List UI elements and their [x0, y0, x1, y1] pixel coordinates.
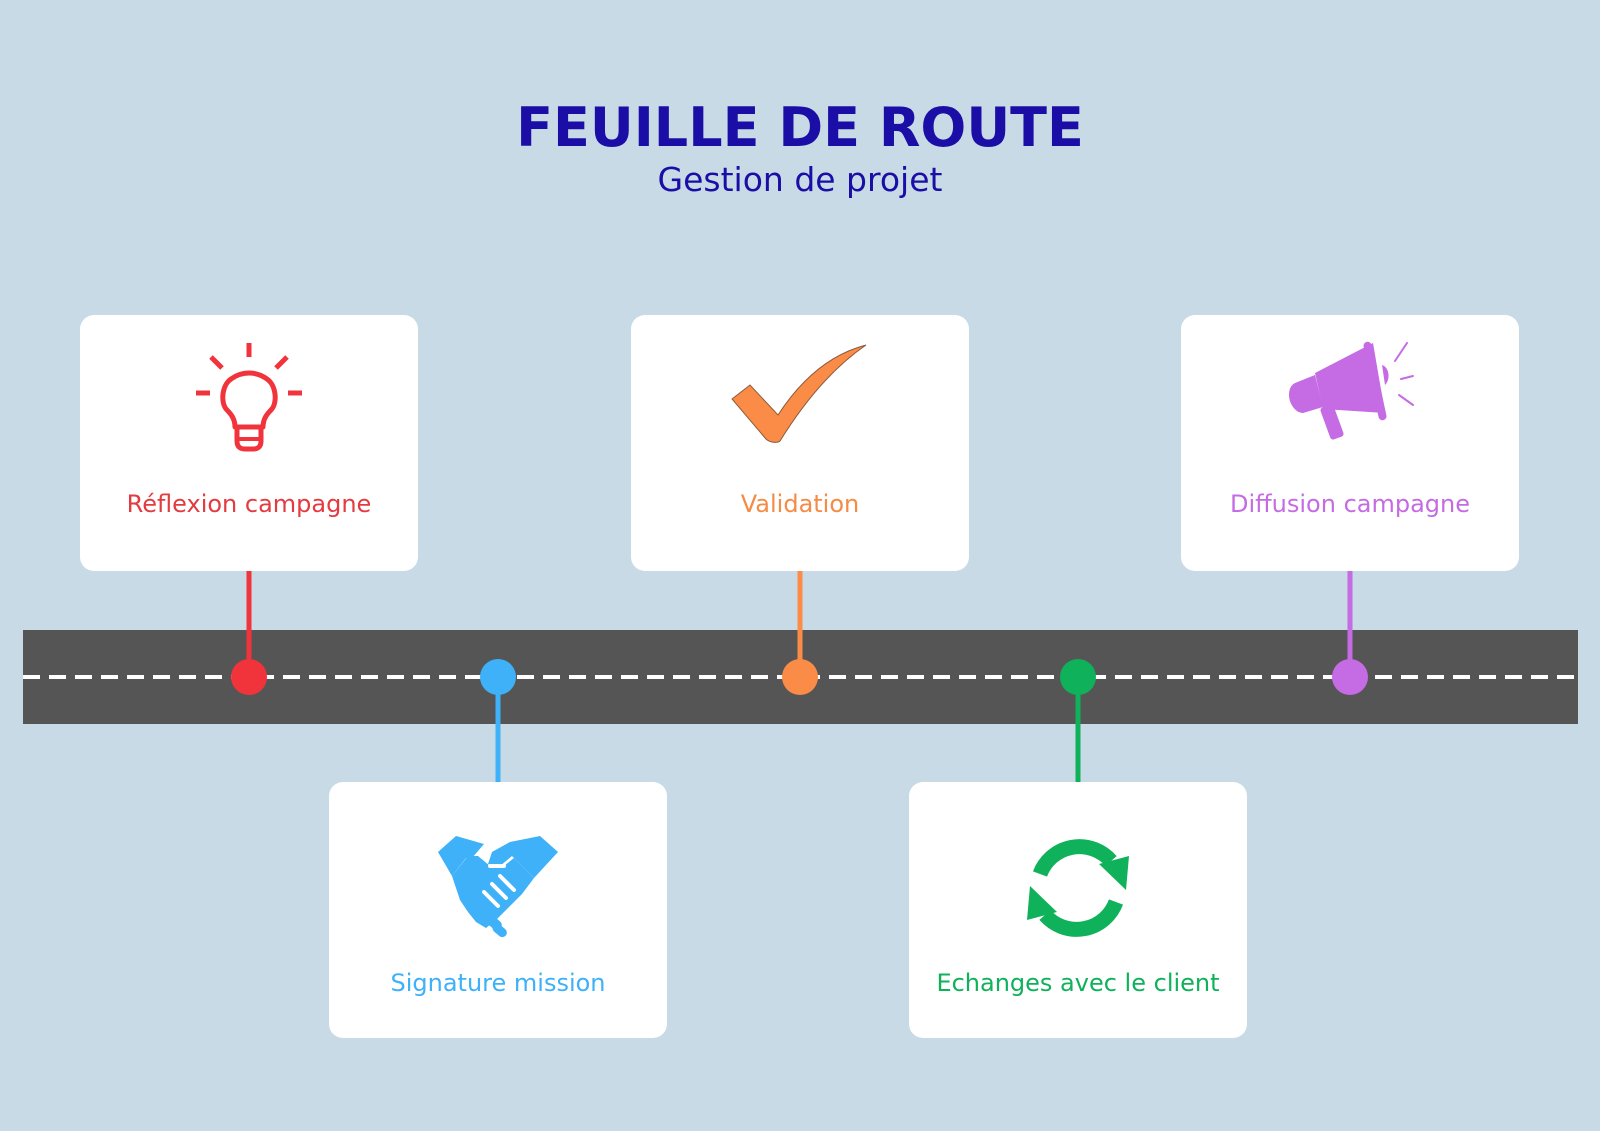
milestone-label: Diffusion campagne	[1229, 490, 1471, 518]
megaphone-icon	[1285, 341, 1415, 455]
milestone-label: Validation	[740, 490, 860, 518]
milestone-dot-reflexion	[231, 659, 267, 695]
milestone-card-diffusion: Diffusion campagne	[1181, 315, 1519, 571]
milestone-label: Echanges avec le client	[936, 969, 1220, 997]
milestone-dot-validation	[782, 659, 818, 695]
milestone-card-reflexion: Réflexion campagne	[80, 315, 418, 571]
milestone-dot-echanges	[1060, 659, 1096, 695]
lightbulb-icon	[194, 341, 304, 465]
milestone-card-validation: Validation	[631, 315, 969, 571]
page-title: FEUILLE DE ROUTE	[516, 96, 1084, 159]
milestone-label: Réflexion campagne	[126, 490, 372, 518]
milestone-dot-signature	[480, 659, 516, 695]
milestone-card-signature: Signature mission	[329, 782, 667, 1038]
milestone-dot-diffusion	[1332, 659, 1368, 695]
milestone-card-echanges: Echanges avec le client	[909, 782, 1247, 1038]
page-subtitle: Gestion de projet	[657, 160, 943, 199]
handshake-icon	[438, 836, 558, 944]
refresh-icon	[1023, 836, 1133, 944]
milestone-label: Signature mission	[390, 969, 606, 997]
header: FEUILLE DE ROUTE Gestion de projet	[0, 96, 1600, 202]
checkmark-icon	[730, 341, 870, 449]
